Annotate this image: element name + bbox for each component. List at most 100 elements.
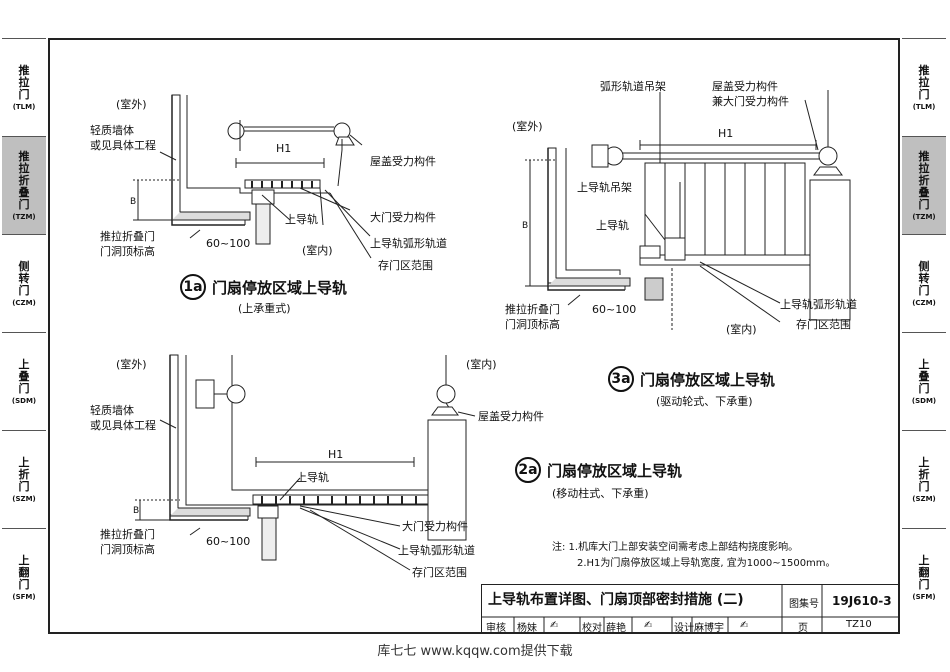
title-block: 上导轨布置详图、门扇顶部密封措施 (二) 图集号 19J610-3 审核 杨妹 …: [481, 584, 899, 634]
reviewer-name: 杨妹: [517, 623, 537, 634]
label-1a-b: B: [130, 197, 137, 207]
label-2a-roof: 屋盖受力构件: [478, 410, 544, 423]
side-tab-label: 上折门: [18, 455, 30, 493]
diagram-2a-subtitle: (移动柱式、下承重): [552, 487, 649, 500]
label-1a-h1: H1: [276, 142, 292, 155]
sheet-title: 上导轨布置详图、门扇顶部密封措施 (二): [488, 592, 744, 608]
diagram-1a-number: 1a: [180, 274, 206, 300]
side-tab-code: (SDM): [11, 396, 37, 405]
diagram-1a-subtitle: (上承重式): [238, 302, 291, 315]
side-tab[interactable]: 推拉门(TLM): [902, 38, 946, 136]
label-3a-height-2: 门洞顶标高: [505, 318, 560, 331]
label-3a-rail-hanger: 上导轨吊架: [577, 181, 632, 194]
label-1a-storage: 存门区范围: [378, 259, 433, 272]
label-3a-roof-1: 屋盖受力构件: [712, 80, 778, 93]
side-tab[interactable]: 上折门(SZM): [902, 430, 946, 528]
label-2a-rail: 上导轨: [296, 471, 329, 484]
design-label: 设计: [674, 623, 694, 634]
side-tab-label: 上叠门: [918, 357, 930, 395]
label-3a-hanger-arc: 弧形轨道吊架: [600, 80, 666, 93]
side-tab-label: 侧转门: [918, 259, 930, 297]
label-2a-arc-track: 上导轨弧形轨道: [398, 544, 475, 557]
side-tab[interactable]: 推拉门(TLM): [2, 38, 46, 136]
diagram-1a-title: 1a 门扇停放区域上导轨: [180, 274, 347, 300]
diagram-1a-title-text: 门扇停放区域上导轨: [212, 278, 348, 297]
label-3a-height-1: 推拉折叠门: [505, 303, 560, 316]
diagram-3a-title-text: 门扇停放区域上导轨: [640, 370, 776, 389]
diagram-3a-number: 3a: [608, 366, 634, 392]
drawing-frame: [48, 38, 900, 634]
label-3a-h1: H1: [718, 127, 734, 140]
side-tab-code: (SDM): [911, 396, 937, 405]
label-2a-door-member: 大门受力构件: [402, 520, 468, 533]
label-1a-indoor: (室内): [302, 244, 333, 257]
note-line-2: 2.H1为门扇停放区域上导轨宽度, 宜为1000~1500mm。: [577, 558, 836, 569]
label-3a-outdoor: (室外): [512, 120, 543, 133]
label-2a-outdoor: (室外): [116, 358, 147, 371]
side-tab-code: (SZM): [12, 494, 36, 503]
right-category-tabs: 推拉门(TLM)推拉折叠门(TZM)侧转门(CZM)上叠门(SDM)上折门(SZ…: [902, 38, 946, 626]
side-tab-code: (CZM): [912, 298, 936, 307]
left-category-tabs: 推拉门(TLM)推拉折叠门(TZM)侧转门(CZM)上叠门(SDM)上折门(SZ…: [2, 38, 46, 626]
label-3a-rail: 上导轨: [596, 219, 629, 232]
side-tab-code: (TLM): [12, 102, 36, 111]
side-tab[interactable]: 侧转门(CZM): [2, 234, 46, 332]
label-1a-arc-track: 上导轨弧形轨道: [370, 237, 447, 250]
label-3a-storage: 存门区范围: [796, 318, 851, 331]
label-1a-roof: 屋盖受力构件: [370, 155, 436, 168]
diagram-3a-linework: [525, 90, 851, 330]
side-tab[interactable]: 上折门(SZM): [2, 430, 46, 528]
check-label: 校对: [582, 623, 602, 634]
label-1a-wall: 轻质墙体: [90, 124, 134, 137]
label-1a-door-member: 大门受力构件: [370, 211, 436, 224]
side-tab[interactable]: 推拉折叠门(TZM): [902, 136, 946, 234]
side-tab-code: (SZM): [912, 494, 936, 503]
side-tab-label: 推拉折叠门: [18, 149, 30, 211]
diagram-1a-linework: [133, 94, 372, 259]
side-tab[interactable]: 侧转门(CZM): [902, 234, 946, 332]
side-tab[interactable]: 上叠门(SDM): [2, 332, 46, 430]
side-tab-code: (SFM): [912, 592, 936, 601]
label-2a-storage: 存门区范围: [412, 566, 467, 579]
label-1a-dim: 60~100: [206, 237, 251, 250]
label-2a-b: B: [133, 506, 140, 516]
label-1a-outdoor: (室外): [116, 98, 147, 111]
side-tab-code: (TLM): [912, 102, 936, 111]
checker-name: 薛艳: [606, 623, 626, 634]
side-tab-label: 推拉门: [918, 63, 930, 101]
diagram-2a-title-text: 门扇停放区域上导轨: [547, 461, 683, 480]
label-2a-wall: 轻质墙体: [90, 404, 134, 417]
side-tab[interactable]: 上翻门(SFM): [902, 528, 946, 626]
diagram-2a-title: 2a 门扇停放区域上导轨: [515, 457, 682, 483]
reviewer-signature: ✍: [550, 620, 559, 631]
side-tab-label: 上叠门: [18, 357, 30, 395]
label-1a-rail: 上导轨: [285, 213, 318, 226]
side-tab[interactable]: 推拉折叠门(TZM): [2, 136, 46, 234]
side-tab-code: (TZM): [12, 212, 36, 221]
designer-name: 麻博宇: [694, 623, 724, 634]
diagram-3a-title: 3a 门扇停放区域上导轨: [608, 366, 775, 392]
label-1a-height-1: 推拉折叠门: [100, 230, 155, 243]
side-tab-code: (CZM): [12, 298, 36, 307]
atlas-number: 19J610-3: [832, 594, 892, 608]
checker-signature: ✍: [644, 620, 653, 631]
label-2a-dim: 60~100: [206, 535, 251, 548]
label-2a-wall-2: 或见具体工程: [90, 419, 156, 432]
side-tab-code: (SFM): [12, 592, 36, 601]
side-tab-label: 上翻门: [18, 553, 30, 591]
title-block-grid: [482, 585, 899, 633]
label-3a-roof-2: 兼大门受力构件: [712, 95, 789, 108]
designer-signature: ✍: [740, 620, 749, 631]
diagram-2a-number: 2a: [515, 457, 541, 483]
side-tab[interactable]: 上翻门(SFM): [2, 528, 46, 626]
side-tab-label: 推拉门: [18, 63, 30, 101]
label-2a-h1: H1: [328, 448, 344, 461]
label-3a-dim: 60~100: [592, 303, 637, 316]
side-tab[interactable]: 上叠门(SDM): [902, 332, 946, 430]
review-label: 审核: [486, 623, 506, 634]
label-3a-arc-track: 上导轨弧形轨道: [780, 298, 857, 311]
label-1a-height-2: 门洞顶标高: [100, 245, 155, 258]
side-tab-label: 上折门: [918, 455, 930, 493]
page-number: TZ10: [846, 619, 872, 630]
